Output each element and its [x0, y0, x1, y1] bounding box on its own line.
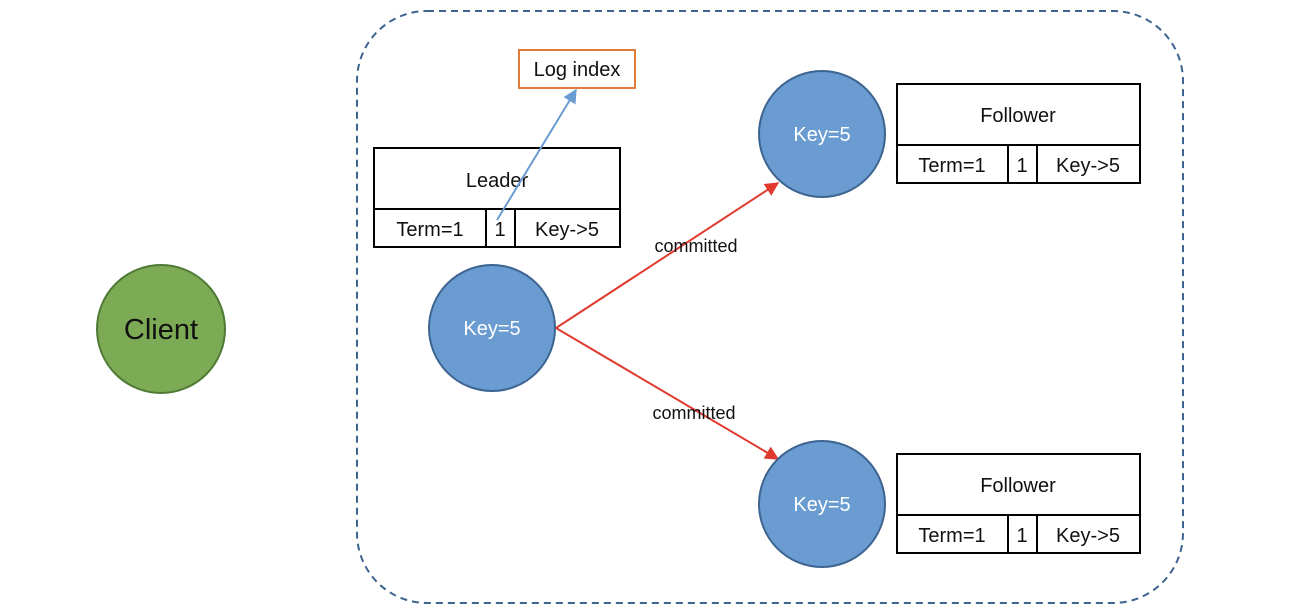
follower-2-table-title: Follower [980, 475, 1056, 497]
log-index-callout: Log index [518, 49, 636, 89]
follower-1-term-cell: Term=1 [918, 155, 985, 177]
replication-edge-follower-1 [555, 182, 780, 329]
edge-label-follower-1: committed [654, 236, 737, 256]
follower-1-index-cell: 1 [1016, 155, 1027, 177]
leader-node[interactable]: Key=5 [428, 264, 556, 392]
follower-2-index-cell: 1 [1016, 525, 1027, 547]
log-index-label: Log index [534, 59, 621, 81]
follower-2-node-label: Key=5 [793, 494, 850, 516]
follower-2-entry-cell: Key->5 [1056, 525, 1120, 547]
follower-2-term-cell: Term=1 [918, 525, 985, 547]
follower-1-entry-cell: Key->5 [1056, 155, 1120, 177]
follower-node-1[interactable]: Key=5 [758, 70, 886, 198]
leader-term-cell: Term=1 [396, 219, 463, 241]
cluster-boundary [356, 10, 1184, 604]
log-index-pointer [496, 88, 577, 221]
follower-1-table-title: Follower [980, 105, 1056, 127]
client-label: Client [124, 314, 198, 346]
follower-2-log-table: Follower Term=1 1 Key->5 [896, 453, 1141, 554]
leader-node-label: Key=5 [463, 318, 520, 340]
edge-label-follower-2: committed [652, 403, 735, 423]
client-node[interactable]: Client [96, 264, 226, 394]
leader-table-title: Leader [466, 170, 529, 192]
leader-log-table: Leader Term=1 1 Key->5 [373, 147, 621, 248]
follower-node-2[interactable]: Key=5 [758, 440, 886, 568]
follower-1-log-table: Follower Term=1 1 Key->5 [896, 83, 1141, 184]
leader-entry-cell: Key->5 [535, 219, 599, 241]
replication-edge-follower-2 [555, 327, 780, 460]
leader-index-cell: 1 [494, 219, 505, 241]
follower-1-node-label: Key=5 [793, 124, 850, 146]
